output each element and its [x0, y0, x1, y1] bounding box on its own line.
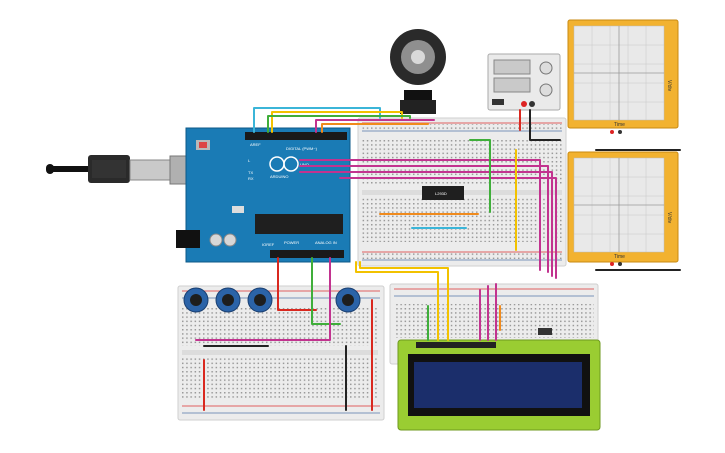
atmega-chip — [255, 214, 343, 234]
arduino-uno-board[interactable]: UNO ARDUINO DIGITAL (PWM~) POWER ANALOG … — [176, 127, 351, 263]
ioref-label: IOREF — [262, 242, 275, 247]
pin-tx-label: TX — [248, 170, 253, 175]
oscilloscope-2[interactable]: Time V/div — [567, 151, 679, 266]
wires — [195, 107, 681, 411]
oscilloscope-1[interactable]: Time V/div — [567, 19, 679, 134]
board-brand-label: ARDUINO — [270, 174, 288, 179]
power-analog-header — [270, 250, 344, 258]
pin-l-label: L — [248, 158, 251, 163]
scope1-time-label: Time — [614, 122, 625, 128]
aref-label: AREF — [250, 142, 261, 147]
scope2-vdiv-label: V/div — [666, 212, 672, 224]
digital-header — [245, 132, 347, 140]
l293d-chip[interactable]: L293D — [422, 186, 464, 200]
scope2-time-label: Time — [614, 254, 625, 260]
chip-label: L293D — [435, 191, 447, 196]
power-header-label: POWER — [284, 240, 299, 245]
board-model-label: UNO — [300, 162, 309, 167]
analog-header-label: ANALOG IN — [315, 240, 337, 245]
power-jack — [176, 230, 200, 248]
digital-header-label: DIGITAL (PWM~) — [286, 146, 318, 151]
scope1-vdiv-label: V/div — [666, 80, 672, 92]
dc-motor-icon[interactable] — [390, 29, 446, 114]
lcd-display-icon[interactable] — [397, 339, 601, 431]
slide-switch[interactable] — [538, 328, 552, 335]
power-supply-icon[interactable] — [487, 53, 561, 111]
potentiometer-knob-icon[interactable] — [183, 287, 361, 313]
usb-cable-icon[interactable] — [46, 155, 197, 185]
pin-rx-label: RX — [248, 176, 254, 181]
